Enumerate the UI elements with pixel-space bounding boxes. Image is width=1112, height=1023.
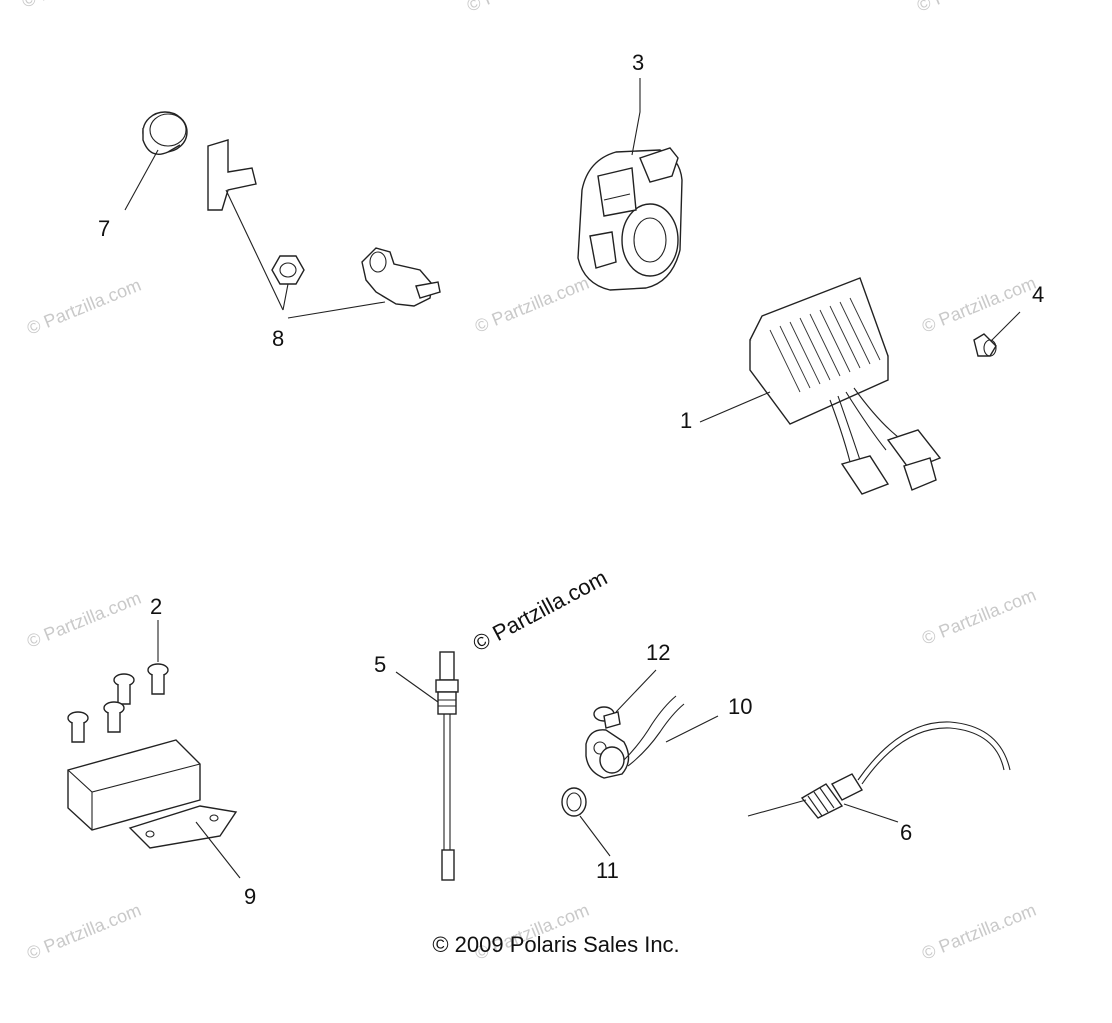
- leader-line: [615, 669, 657, 713]
- callout-4: 4: [1032, 282, 1044, 307]
- part-9-module: [67, 739, 238, 849]
- watermark: © Partzilla.com: [24, 588, 144, 652]
- callout-3: 3: [632, 50, 644, 75]
- leader-line: [195, 821, 241, 879]
- callout-5: 5: [374, 652, 386, 677]
- watermark: © Partzilla.com: [24, 275, 144, 339]
- leader-line: [747, 799, 807, 817]
- watermark: © Partzilla.com: [919, 273, 1039, 337]
- callout-8: 8: [272, 326, 284, 351]
- callout-1: 1: [680, 408, 692, 433]
- center-watermark: © Partzilla.com: [469, 565, 612, 657]
- part-2-screws: [67, 663, 169, 743]
- callout-7: 7: [98, 216, 110, 241]
- part-11-oring: [561, 787, 587, 817]
- leader-line: [631, 78, 641, 156]
- callout-2: 2: [150, 594, 162, 619]
- part-3-switch-housing: [577, 147, 683, 291]
- watermark: © Partzilla.com: [464, 0, 584, 16]
- leader-line: [282, 283, 289, 311]
- leader-line: [395, 671, 439, 703]
- leader-line: [843, 803, 899, 823]
- callout-10: 10: [728, 694, 752, 719]
- watermark: © Partzilla.com: [19, 0, 139, 12]
- part-8-switch-kit: [207, 139, 441, 307]
- watermark: © Partzilla.com: [472, 273, 592, 337]
- leader-line: [287, 301, 386, 319]
- part-5-probe: [435, 651, 459, 881]
- copyright-notice: © 2009 Polaris Sales Inc.: [432, 932, 680, 957]
- leader-line: [991, 311, 1021, 341]
- leader-line: [665, 715, 719, 743]
- watermark: © Partzilla.com: [914, 0, 1034, 16]
- part-6-temp-sensor: [800, 721, 1011, 819]
- part-4-fastener: [973, 333, 997, 357]
- part-7-cap: [142, 111, 188, 155]
- callout-12: 12: [646, 640, 670, 665]
- leader-line: [699, 391, 771, 423]
- leader-line: [579, 815, 611, 857]
- leader-line: [124, 149, 159, 211]
- callout-9: 9: [244, 884, 256, 909]
- leader-line: [225, 189, 284, 311]
- watermark: © Partzilla.com: [919, 585, 1039, 649]
- part-1-regulator: [749, 277, 942, 495]
- part-12-bolt: [593, 706, 621, 729]
- part-10-sensor: [585, 695, 685, 779]
- callout-6: 6: [900, 820, 912, 845]
- callout-11: 11: [596, 858, 619, 883]
